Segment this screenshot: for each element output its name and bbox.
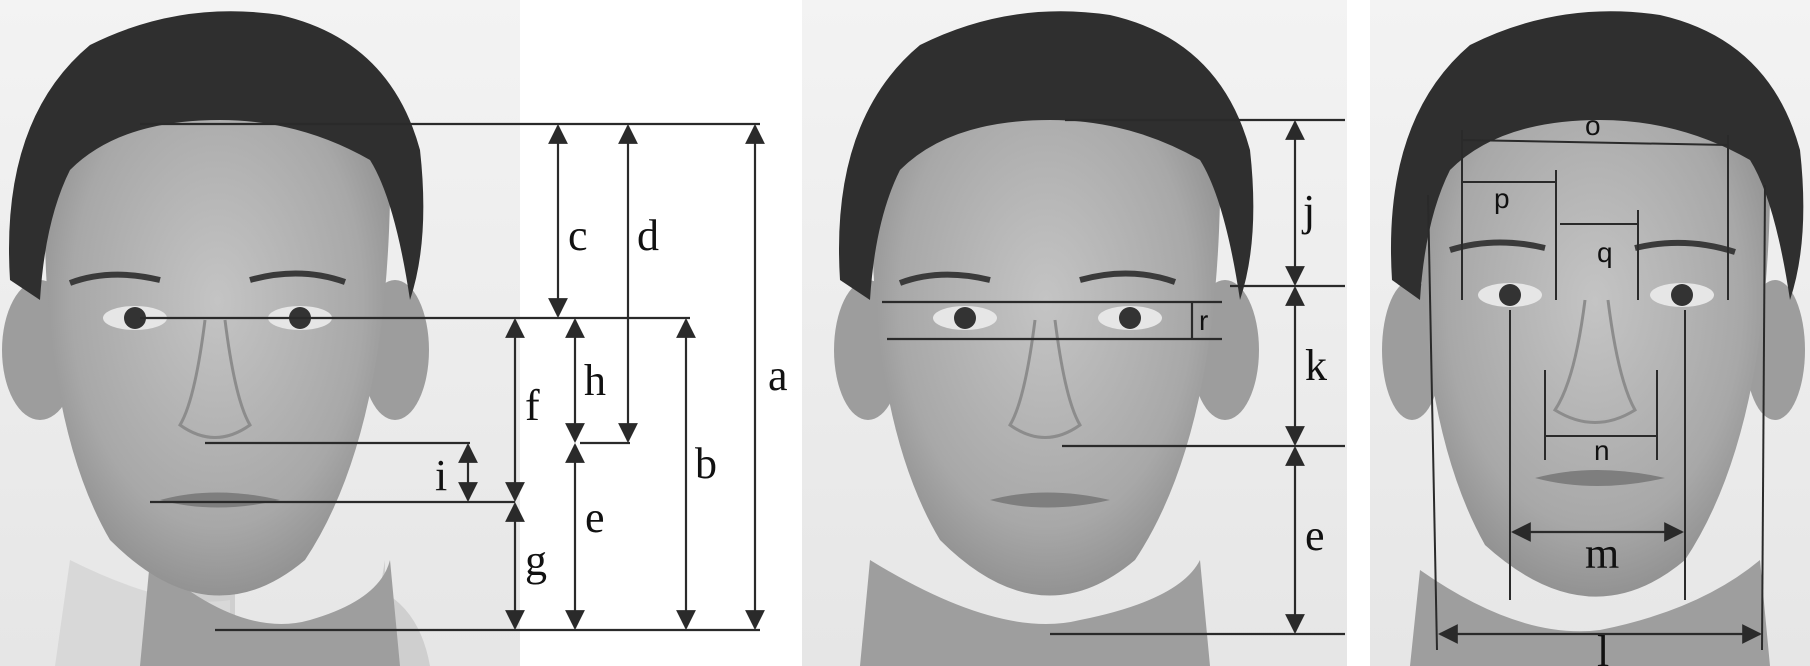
labels-2: j k e r — [1199, 186, 1327, 560]
label-f: f — [525, 381, 540, 430]
face-1 — [2, 11, 431, 666]
measurement-lines-2 — [882, 118, 1345, 636]
label-b: b — [695, 439, 717, 488]
measurement-lines-1 — [140, 122, 760, 632]
panel-2: j k e r — [802, 0, 1347, 666]
label-c: c — [568, 211, 588, 260]
arrows-3 — [1438, 522, 1762, 644]
panel-3: o p q n m l — [1370, 0, 1810, 666]
label-i: i — [435, 451, 447, 500]
label-h: h — [584, 356, 606, 405]
label-l: l — [1597, 627, 1609, 666]
label-r: r — [1199, 305, 1208, 336]
measurement-lines-3 — [1427, 130, 1766, 651]
label-j: j — [1301, 186, 1315, 235]
arrows-1 — [458, 124, 765, 630]
label-q: q — [1597, 237, 1613, 268]
label-m: m — [1585, 529, 1619, 578]
face-2 — [834, 11, 1259, 666]
label-k: k — [1305, 341, 1327, 390]
labels-3: o p q n m l — [1494, 110, 1619, 666]
label-p: p — [1494, 183, 1510, 214]
panel-1: c d a f h b i e g — [0, 0, 788, 666]
mouth — [160, 492, 280, 508]
label-e: e — [585, 493, 605, 542]
face-shape — [44, 60, 391, 596]
hair — [9, 11, 424, 300]
label-n: n — [1594, 435, 1610, 466]
label-o: o — [1585, 110, 1601, 141]
label-g: g — [525, 536, 547, 585]
label-d: d — [637, 211, 659, 260]
label-e-2: e — [1305, 511, 1325, 560]
label-a: a — [768, 351, 788, 400]
labels-1: c d a f h b i e g — [435, 211, 788, 585]
